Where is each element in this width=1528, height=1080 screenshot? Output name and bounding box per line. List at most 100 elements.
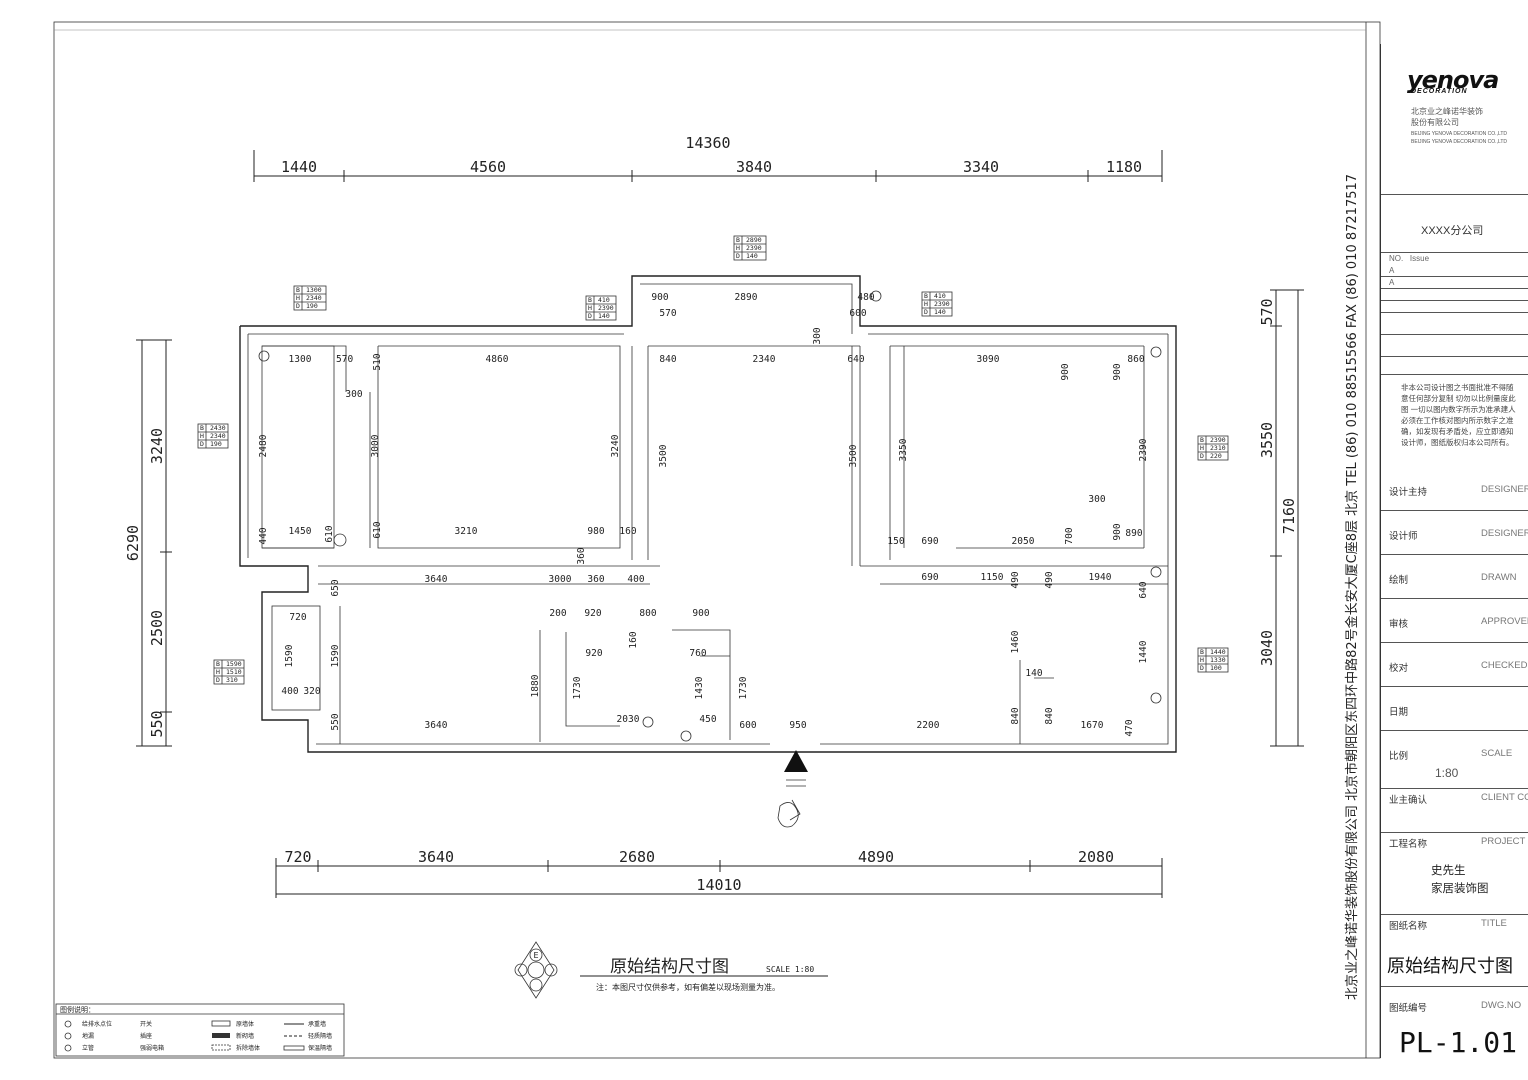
dim-kitchen-10: 1730 (738, 676, 749, 699)
dim-kitchen-12: 2030 (617, 714, 640, 725)
svg-text:B: B (924, 292, 928, 300)
plumbing-fixtures (258, 290, 1162, 742)
dim-kitchen-8: 1730 (572, 676, 583, 699)
svg-text:310: 310 (226, 676, 238, 684)
dim-lower-5: 1150 (981, 572, 1004, 583)
dim-top-total: 14360 (685, 134, 730, 152)
svg-text:2890: 2890 (746, 236, 762, 244)
dim-room1-pier: 610 (324, 525, 335, 542)
dim-lower-8: 1940 (1089, 572, 1112, 583)
dim-bottom-seg-5: 2080 (1078, 848, 1114, 866)
svg-text:1440: 1440 (1210, 648, 1226, 656)
dim-lower-2: 3000 (549, 574, 572, 585)
dim-room2-height: 3000 (370, 434, 381, 457)
svg-text:100: 100 (1210, 664, 1222, 672)
dim-room3-e: 890 (1125, 528, 1142, 539)
dim-room1-bottom: 1450 (289, 526, 312, 537)
svg-text:地漏: 地漏 (82, 1032, 94, 1040)
dim-kitchen-6: 920 (585, 648, 602, 659)
dim-lower-1: 3640 (425, 574, 448, 585)
dim-top-seg-1: 1440 (281, 158, 317, 176)
dim-room2-pier: 610 (372, 521, 383, 538)
dim-kitchen-4: 900 (692, 608, 709, 619)
svg-text:B: B (1200, 648, 1204, 656)
issue-header: NO. Issue (1389, 254, 1430, 263)
dim-lower-4: 400 (627, 574, 644, 585)
dim-kitchen-7: 760 (689, 648, 706, 659)
floor-drain-icon (680, 730, 692, 742)
dim-room2-bottom: 3210 (455, 526, 478, 537)
drawing-number: PL-1.01 (1399, 1026, 1518, 1059)
svg-text:强弱电箱: 强弱电箱 (140, 1044, 164, 1052)
svg-text:B: B (296, 286, 300, 294)
svg-text:H: H (1200, 656, 1204, 664)
dim-lower-17: 470 (1124, 719, 1135, 736)
svg-text:H: H (588, 304, 592, 312)
dim-kitchen-16: 2200 (917, 720, 940, 731)
dim-bottom-seg-2: 3640 (418, 848, 454, 866)
dim-balcony-4: 400 (281, 686, 298, 697)
field-client-confirm: 业主确认 CLIENT CONFIRM (1381, 788, 1528, 833)
svg-text:220: 220 (1210, 452, 1222, 460)
svg-text:H: H (216, 668, 220, 676)
svg-text:B: B (588, 296, 592, 304)
dim-balcony-6: 650 (330, 579, 341, 596)
svg-text:插座: 插座 (140, 1032, 152, 1040)
svg-text:承重墙: 承重墙 (308, 1020, 326, 1028)
svg-text:D: D (200, 440, 204, 448)
svg-text:2390: 2390 (934, 300, 950, 308)
right-dimension-chain: 570 3550 3040 7160 (1258, 289, 1304, 747)
drawing-caption: 原始结构尺寸图 SCALE 1:80 注：本图尺寸仅供参考，如有偏差以现场测量为… (580, 957, 828, 992)
dim-lower-16: 1670 (1081, 720, 1104, 731)
company-logo-sub: DECORATION (1411, 88, 1468, 95)
svg-text:2340: 2340 (210, 432, 226, 440)
dim-right-total: 7160 (1280, 498, 1298, 534)
svg-text:2390: 2390 (1210, 436, 1226, 444)
dim-kitchen-1: 200 (549, 608, 566, 619)
svg-text:D: D (588, 312, 592, 320)
dim-top-seg-4: 3340 (963, 158, 999, 176)
dim-room2-width: 4860 (486, 354, 509, 365)
dim-balcony-3: 1590 (330, 644, 341, 667)
dim-balcony-2: 1590 (284, 644, 295, 667)
dim-top-seg-2: 4560 (470, 158, 506, 176)
svg-text:D: D (216, 676, 220, 684)
legend-drain-icon (64, 1032, 72, 1040)
dim-bottom-total: 14010 (696, 876, 741, 894)
dim-room3-h: 2050 (1012, 536, 1035, 547)
dim-corridor-width: 2340 (753, 354, 776, 365)
dim-room1-width: 1300 (289, 354, 312, 365)
company-name-cn: 北京业之峰诺华装饰 股份有限公司 (1411, 107, 1483, 127)
dim-bay-right: 600 (849, 308, 866, 319)
dim-bay-r2: 480 (857, 292, 874, 303)
legend-drain-icon (64, 1020, 72, 1028)
dim-room3-a: 900 (1060, 363, 1071, 380)
svg-text:140: 140 (934, 308, 946, 316)
sheet-border (53, 21, 1381, 1059)
dim-room3-height: 3350 (898, 438, 909, 461)
dim-room3-b: 900 (1112, 363, 1123, 380)
dim-lower-10: 690 (921, 572, 938, 583)
dim-left-total: 6290 (124, 525, 142, 561)
bottom-dimension-chain: 720 3640 2680 4890 2080 14010 (275, 848, 1163, 898)
dim-corridor-left: 840 (659, 354, 676, 365)
dim-corridor-h1: 3500 (658, 444, 669, 467)
dim-bay-left: 570 (659, 308, 676, 319)
interior-dimensions: 1300 570 2480 440 1450 610 300 4860 510 … (258, 292, 1149, 737)
svg-text:410: 410 (934, 292, 946, 300)
svg-text:D: D (736, 252, 740, 260)
dim-room2-right: 3240 (610, 434, 621, 457)
dim-room3-right: 2390 (1138, 438, 1149, 461)
dim-room3-d: 900 (1112, 523, 1123, 540)
dim-right-seg-2: 3550 (1258, 422, 1276, 458)
dim-room3-width: 3090 (977, 354, 1000, 365)
dim-room3-recess: 300 (1088, 494, 1105, 505)
title-block: yenova DECORATION 北京业之峰诺华装饰 股份有限公司 BEIJI… (1380, 44, 1528, 1059)
field-drawn: 绘制 DRAWN (1381, 568, 1528, 599)
svg-text:190: 190 (306, 302, 318, 310)
svg-text:原墙体: 原墙体 (236, 1020, 254, 1028)
